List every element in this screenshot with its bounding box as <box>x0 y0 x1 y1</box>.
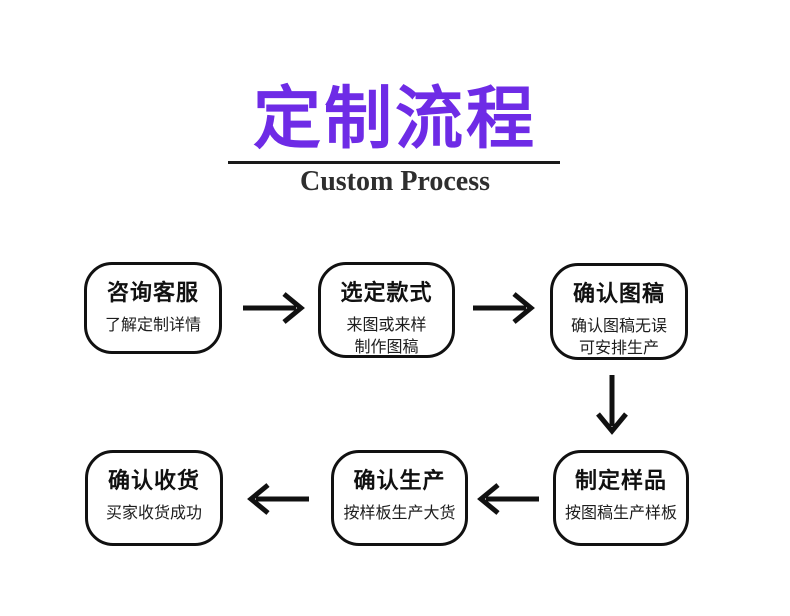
flow-step-make-sample: 制定样品 按图稿生产样板 <box>553 450 689 546</box>
flow-step-title: 确认图稿 <box>572 282 665 307</box>
flow-step-confirm-draft: 确认图稿 确认图稿无误 可安排生产 <box>550 263 688 360</box>
flow-step-desc-line: 制作图稿 <box>354 337 419 356</box>
flow-step-desc-line: 按图稿生产样板 <box>564 503 677 522</box>
flow-step-title: 咨询客服 <box>106 281 199 306</box>
arrow-right-icon <box>473 292 535 324</box>
flow-step-desc-line: 按样板生产大货 <box>343 503 456 522</box>
flow-step-title: 确认收货 <box>107 469 200 494</box>
flow-step-desc: 买家收货成功 <box>88 502 220 524</box>
flow-step-desc: 按图稿生产样板 <box>556 502 686 524</box>
flow-step-select-style: 选定款式 来图或来样 制作图稿 <box>318 262 455 358</box>
flow-step-desc-line: 来图或来样 <box>346 315 427 334</box>
arrow-left-icon <box>477 483 539 515</box>
flow-step-confirm-production: 确认生产 按样板生产大货 <box>331 450 468 546</box>
flow-step-title: 制定样品 <box>574 469 667 494</box>
flow-step-confirm-receipt: 确认收货 买家收货成功 <box>85 450 223 546</box>
flow-step-desc: 确认图稿无误 可安排生产 <box>553 315 685 359</box>
flow-step-title: 确认生产 <box>353 469 446 494</box>
page-title: 定制流程 <box>252 80 537 159</box>
flow-step-title: 选定款式 <box>340 281 433 306</box>
arrow-down-icon <box>596 375 628 435</box>
flow-step-desc-line: 可安排生产 <box>578 338 659 357</box>
arrow-right-icon <box>243 292 305 324</box>
flow-step-desc: 来图或来样 制作图稿 <box>321 314 452 358</box>
title-divider <box>228 161 560 164</box>
flow-step-desc-line: 确认图稿无误 <box>570 316 667 335</box>
page-subtitle: Custom Process <box>299 166 490 197</box>
flow-step-consult: 咨询客服 了解定制详情 <box>84 262 222 354</box>
flow-step-desc: 按样板生产大货 <box>334 502 465 524</box>
flow-step-desc-line: 了解定制详情 <box>104 315 201 334</box>
flow-step-desc-line: 买家收货成功 <box>105 503 202 522</box>
arrow-left-icon <box>247 483 309 515</box>
flow-step-desc: 了解定制详情 <box>87 314 219 336</box>
